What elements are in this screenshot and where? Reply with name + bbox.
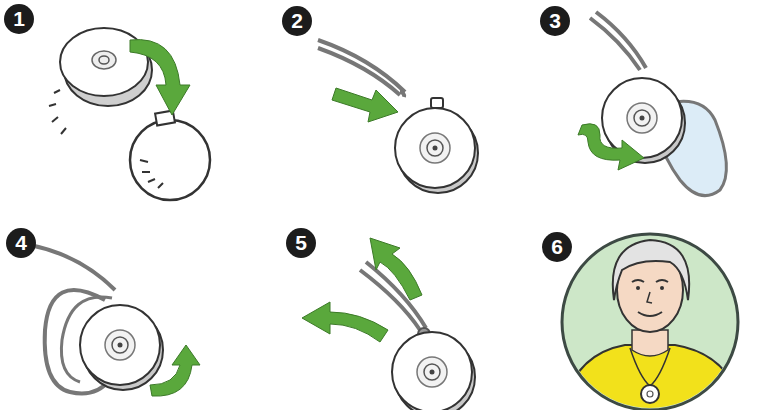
- callout-number: 5: [286, 228, 316, 258]
- callout-number: 2: [282, 6, 312, 36]
- callout-number: 6: [542, 232, 572, 262]
- callout-number: 3: [540, 6, 570, 36]
- step-1-figure: [49, 28, 210, 200]
- step-2-figure: [318, 40, 478, 193]
- callout-number: 1: [4, 4, 34, 34]
- step-3-figure: [578, 12, 726, 196]
- step-4-figure: [30, 245, 200, 396]
- step-5-figure: [302, 238, 475, 410]
- step-6-figure: [560, 234, 745, 410]
- callout-number: 4: [6, 228, 36, 258]
